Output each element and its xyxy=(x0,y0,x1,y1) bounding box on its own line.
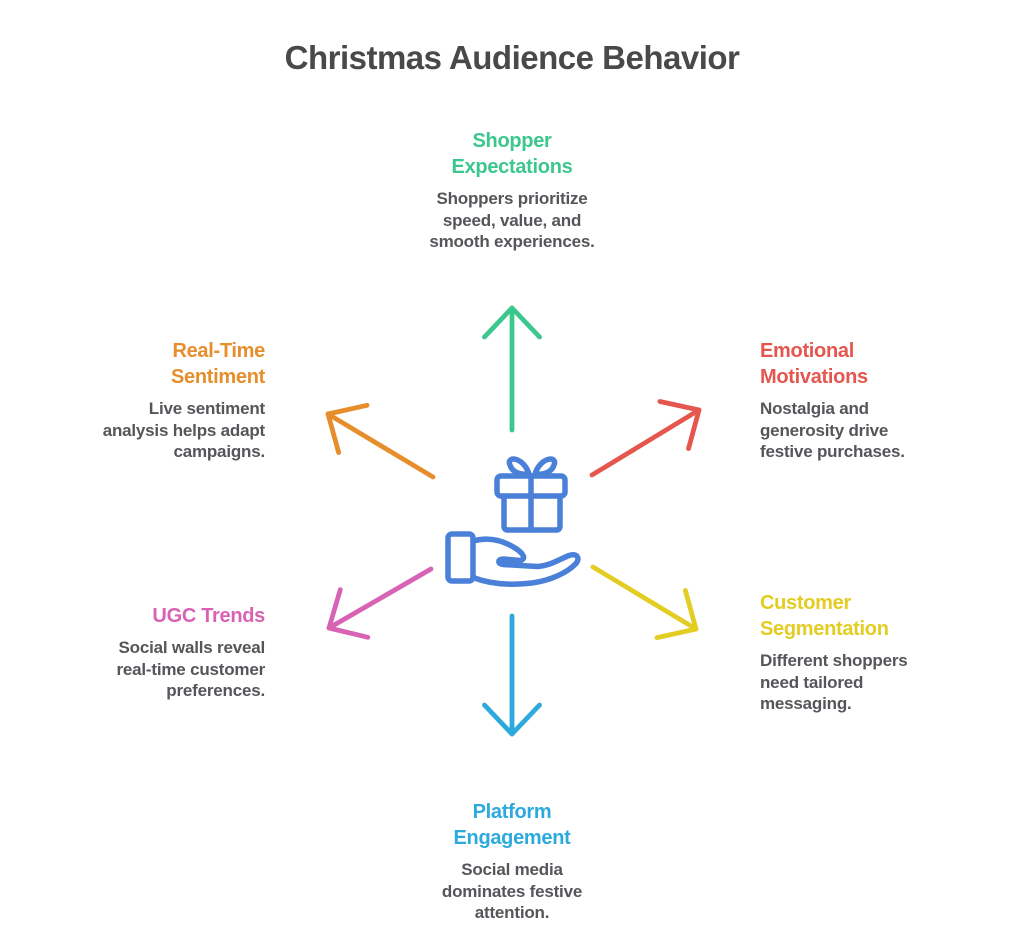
section-heading: Emotional Motivations xyxy=(760,340,868,388)
hand-cuff xyxy=(445,531,476,584)
section-description: Shoppers prioritize speed, value, and sm… xyxy=(429,189,595,251)
section-heading: Real-Time Sentiment xyxy=(171,340,265,388)
arrow-customer-segmentation xyxy=(590,564,699,641)
section-description: Social walls reveal real-time customer p… xyxy=(116,638,265,700)
arrow-emotional-motivations xyxy=(589,399,702,478)
arrow-platform-engagement xyxy=(482,613,542,737)
section-customer-segmentation: Customer Segmentation Different shoppers… xyxy=(760,590,950,715)
section-description: Live sentiment analysis helps adapt camp… xyxy=(102,399,265,461)
arrow-ugc-trends xyxy=(326,566,434,640)
arrow-real-time-sentiment xyxy=(325,402,436,480)
hand-palm xyxy=(470,536,581,587)
section-heading: Platform Engagement xyxy=(453,801,571,849)
section-heading: Customer Segmentation xyxy=(760,592,889,640)
hand-holding-gift-icon xyxy=(445,456,581,587)
section-platform-engagement: Platform Engagement Social media dominat… xyxy=(422,799,602,924)
section-ugc-trends: UGC Trends Social walls reveal real-time… xyxy=(75,603,265,702)
section-real-time-sentiment: Real-Time Sentiment Live sentiment analy… xyxy=(75,338,266,463)
radial-arrows xyxy=(325,305,702,737)
section-description: Nostalgia and generosity drive festive p… xyxy=(760,399,905,461)
section-emotional-motivations: Emotional Motivations Nostalgia and gene… xyxy=(760,338,950,463)
section-description: Different shoppers need tailored messagi… xyxy=(760,651,908,713)
arrow-shopper-expectations xyxy=(482,305,542,433)
page-title: Christmas Audience Behavior xyxy=(284,39,740,76)
section-heading: Shopper Expectations xyxy=(451,130,573,178)
section-heading: UGC Trends xyxy=(152,605,265,627)
gift-bow-left-loop xyxy=(506,456,532,477)
gift-bow-right-loop xyxy=(532,456,558,477)
section-shopper-expectations: Shopper Expectations Shoppers prioritize… xyxy=(412,128,612,253)
section-description: Social media dominates festive attention… xyxy=(441,860,583,922)
